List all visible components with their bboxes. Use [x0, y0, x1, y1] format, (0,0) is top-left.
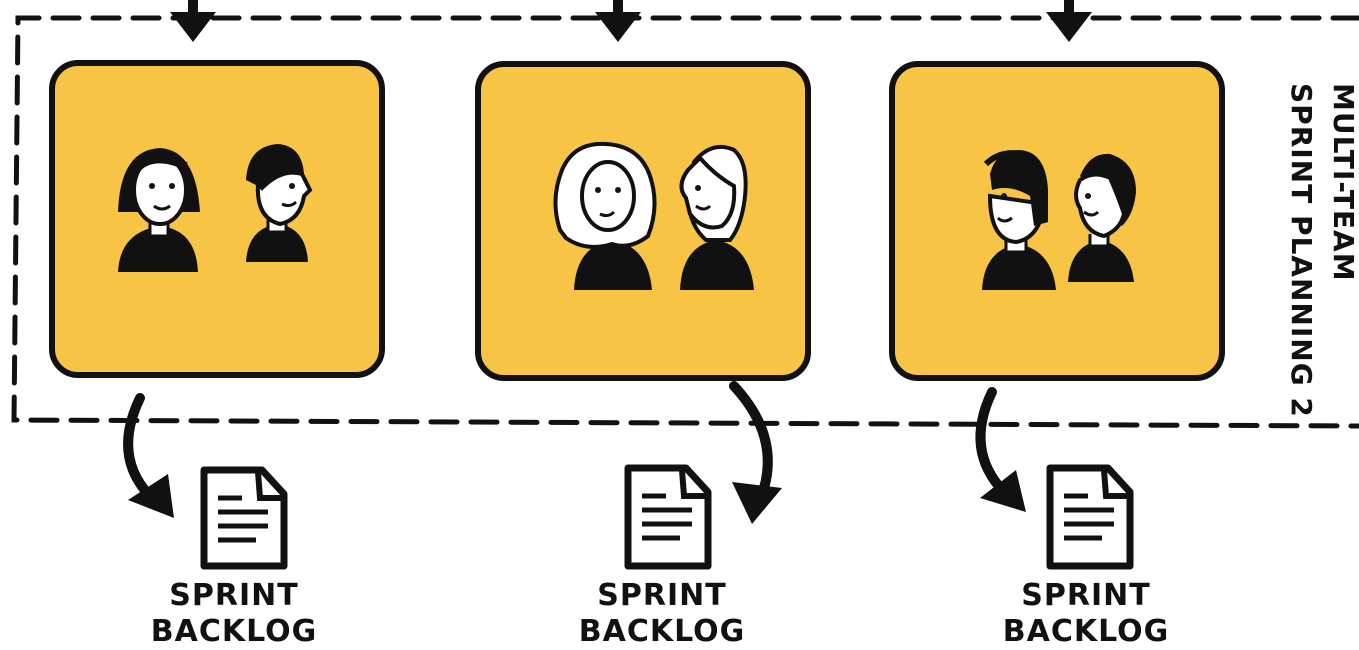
outgoing-arrow-2	[729, 381, 782, 524]
team-box-2	[475, 61, 811, 381]
person-man-dark-hair-icon	[1068, 153, 1136, 282]
sprint-backlog-document-icon-2	[624, 464, 712, 570]
team-box-1	[49, 60, 385, 378]
sprint-backlog-label-3: SPRINT BACKLOG	[1002, 578, 1170, 649]
team-box-3	[889, 61, 1225, 381]
person-woman-light-hair-icon	[679, 145, 754, 290]
outgoing-arrow-1	[123, 393, 174, 518]
incoming-arrow-3	[1046, 0, 1092, 42]
planning-frame-dashed-border	[11, 15, 1359, 429]
incoming-arrow-2	[595, 0, 641, 42]
frame-label-line-1: MULTI-TEAM	[1327, 83, 1359, 282]
sprint-backlog-document-icon-3	[1046, 464, 1134, 570]
person-woman-bob-icon	[118, 148, 200, 272]
person-man-cap-icon	[982, 150, 1056, 290]
multi-team-planning-diagram	[11, 0, 1359, 570]
sprint-backlog-document-icon-1	[200, 466, 288, 570]
frame-label: MULTI-TEAM SPRINT PLANNING 2	[1280, 83, 1359, 418]
person-man-dark-hair-icon	[246, 144, 313, 262]
person-woman-curly-hair-icon	[553, 141, 657, 290]
sprint-backlog-label-1: SPRINT BACKLOG	[150, 578, 318, 649]
incoming-arrow-1	[170, 0, 216, 42]
outgoing-arrow-3	[975, 387, 1026, 512]
sprint-backlog-label-2: SPRINT BACKLOG	[578, 578, 746, 649]
frame-label-line-2: SPRINT PLANNING 2	[1285, 83, 1318, 418]
